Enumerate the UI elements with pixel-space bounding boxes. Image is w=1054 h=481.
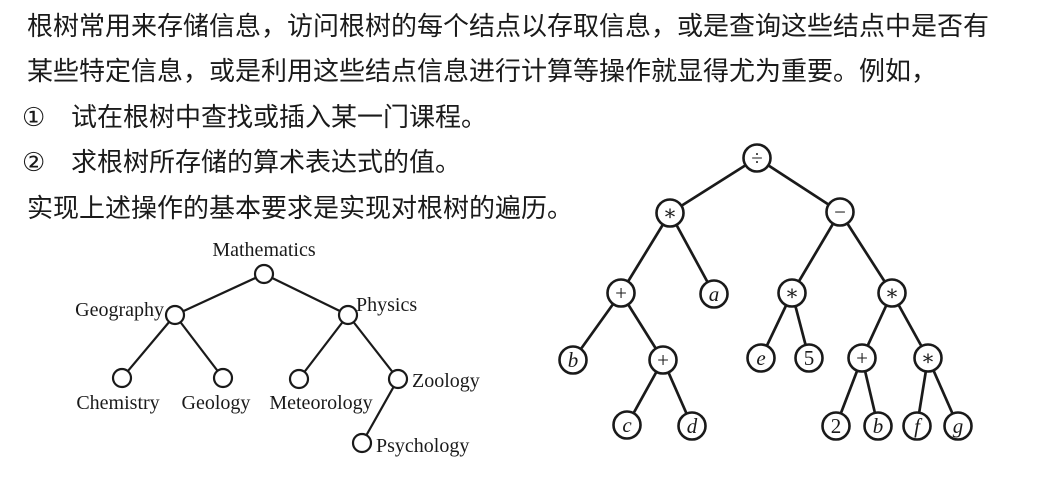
expression_tree-edge-mul-3-plus-3 (860, 292, 894, 359)
subject_tree-edge-mathematics-geography (174, 273, 265, 316)
expression_tree-label-plus-2: + (657, 348, 669, 372)
subject_tree-label-chemistry: Chemistry (76, 392, 159, 414)
subject_tree-node-zoology (387, 368, 409, 390)
subject_tree-label-geology: Geology (182, 392, 251, 414)
text-line-4: ② 求根树所存储的算术表达式的值。 (22, 148, 461, 178)
expression_tree-label-g: g (953, 414, 964, 438)
text-line-1-text: 根树常用来存储信息，访问根树的每个结点以存取信息，或是查询这些结点中是否有 (27, 12, 990, 42)
text-line-5: 实现上述操作的基本要求是实现对根树的遍历。 (27, 194, 573, 224)
expression_tree-edge-mul-4-g (926, 357, 960, 427)
expression_tree-edge-div-minus (756, 156, 841, 214)
subject_tree-edge-geography-geology (174, 314, 224, 379)
expression_tree-node-f (902, 411, 932, 441)
expression_tree-node-mul-1 (655, 198, 685, 228)
subject_tree-edge-zoology-psychology (361, 378, 399, 444)
expression_tree-label-num-5: 5 (804, 346, 815, 370)
list-bullet-1: ① (22, 103, 46, 133)
subject_tree-edge-physics-meteorology (298, 314, 349, 380)
text-line-2: 某些特定信息，或是利用这些结点信息进行计算等操作就显得尤为重要。例如， (27, 57, 937, 87)
subject_tree-edge-physics-zoology (347, 314, 399, 380)
expression_tree-edge-mul-3-mul-4 (890, 292, 930, 359)
expression_tree-label-f: f (914, 414, 923, 438)
subject_tree-node-meteorology (288, 368, 310, 390)
subject_tree-label-mathematics: Mathematics (212, 239, 316, 261)
expression_tree-edge-mul-4-f (915, 357, 930, 427)
expression_tree-edge-plus-3-b-2 (860, 357, 880, 427)
expression_tree-edge-plus-2-d (661, 359, 694, 427)
expression_tree-label-num-2: 2 (831, 414, 842, 438)
expression_tree-label-minus: − (834, 200, 846, 224)
expression_tree-edge-minus-mul-3 (838, 211, 894, 294)
expression_tree-edge-plus-3-num-2 (834, 357, 864, 427)
subject_tree-node-chemistry (111, 367, 133, 389)
expression_tree-node-plus-3 (847, 343, 877, 373)
expression_tree-node-c (612, 410, 642, 440)
expression_tree-edge-mul-1-plus-1 (619, 212, 672, 294)
text-line-2-text: 某些特定信息，或是利用这些结点信息进行计算等操作就显得尤为重要。例如， (27, 57, 938, 87)
expression_tree-node-minus (825, 197, 855, 227)
subject_tree-node-geography (164, 304, 186, 326)
text-line-5-text: 实现上述操作的基本要求是实现对根树的遍历。 (27, 194, 574, 224)
expression_tree-node-b-2 (863, 411, 893, 441)
subject_tree-edge-mathematics-physics (263, 273, 349, 316)
subject_tree-node-psychology (351, 432, 373, 454)
expression_tree-label-e: e (756, 346, 765, 370)
subject_tree-label-geography: Geography (75, 299, 164, 321)
expression_tree-label-c: c (622, 413, 632, 437)
subject_tree-node-mathematics (253, 263, 275, 285)
expression_tree-node-d (677, 411, 707, 441)
subject_tree-label-psychology: Psychology (376, 435, 469, 457)
list-bullet-2: ② (22, 148, 46, 178)
expression_tree-node-plus-1 (606, 278, 636, 308)
subject_tree-label-meteorology: Meteorology (269, 392, 372, 414)
subject_tree-label-zoology: Zoology (412, 370, 480, 392)
expression_tree-edge-mul-2-num-5 (790, 292, 811, 359)
expression_tree-node-num-5 (794, 343, 824, 373)
expression_tree-label-d: d (687, 414, 698, 438)
expression_tree-label-mul-4: ∗ (921, 346, 935, 370)
expression_tree-edge-minus-mul-2 (790, 211, 842, 294)
expression_tree-node-mul-2 (777, 278, 807, 308)
expression_tree-label-plus-1: + (615, 281, 627, 305)
expression_tree-node-b-1 (558, 345, 588, 375)
expression_tree-node-mul-3 (877, 278, 907, 308)
subject_tree-label-physics: Physics (356, 294, 417, 316)
expression_tree-node-e (746, 343, 776, 373)
expression_tree-node-plus-2 (648, 345, 678, 375)
expression_tree-label-b-1: b (568, 348, 579, 372)
subject_tree-edge-geography-chemistry (121, 314, 176, 379)
expression_tree-label-b-2: b (873, 414, 884, 438)
expression_tree-node-mul-4 (913, 343, 943, 373)
text-line-1: 根树常用来存储信息，访问根树的每个结点以存取信息，或是查询这些结点中是否有 (27, 12, 989, 42)
expression_tree-label-div: ÷ (751, 146, 763, 170)
expression_tree-node-div (742, 143, 772, 173)
text-line-4-text: 求根树所存储的算术表达式的值。 (71, 148, 462, 178)
expression_tree-edge-div-mul-1 (669, 156, 758, 215)
expression_tree-node-num-2 (821, 411, 851, 441)
expression_tree-node-a (699, 279, 729, 309)
expression_tree-edge-plus-1-plus-2 (619, 292, 665, 361)
expression_tree-edge-plus-1-b-1 (571, 292, 623, 361)
expression_tree-label-mul-3: ∗ (885, 281, 899, 305)
subject_tree-node-geology (212, 367, 234, 389)
text-line-3-text: 试在根树中查找或插入某一门课程。 (71, 103, 488, 133)
text-line-3: ① 试在根树中查找或插入某一门课程。 (22, 103, 487, 133)
expression_tree-edge-mul-1-a (668, 212, 716, 295)
expression_tree-edge-plus-2-c (625, 359, 665, 426)
expression_tree-edge-mul-2-e (759, 292, 794, 359)
expression_tree-label-plus-3: + (856, 346, 868, 370)
subject_tree-node-physics (337, 304, 359, 326)
expression_tree-label-a: a (709, 282, 720, 306)
expression_tree-label-mul-2: ∗ (785, 281, 799, 305)
expression_tree-node-g (943, 411, 973, 441)
expression_tree-label-mul-1: ∗ (663, 201, 677, 225)
